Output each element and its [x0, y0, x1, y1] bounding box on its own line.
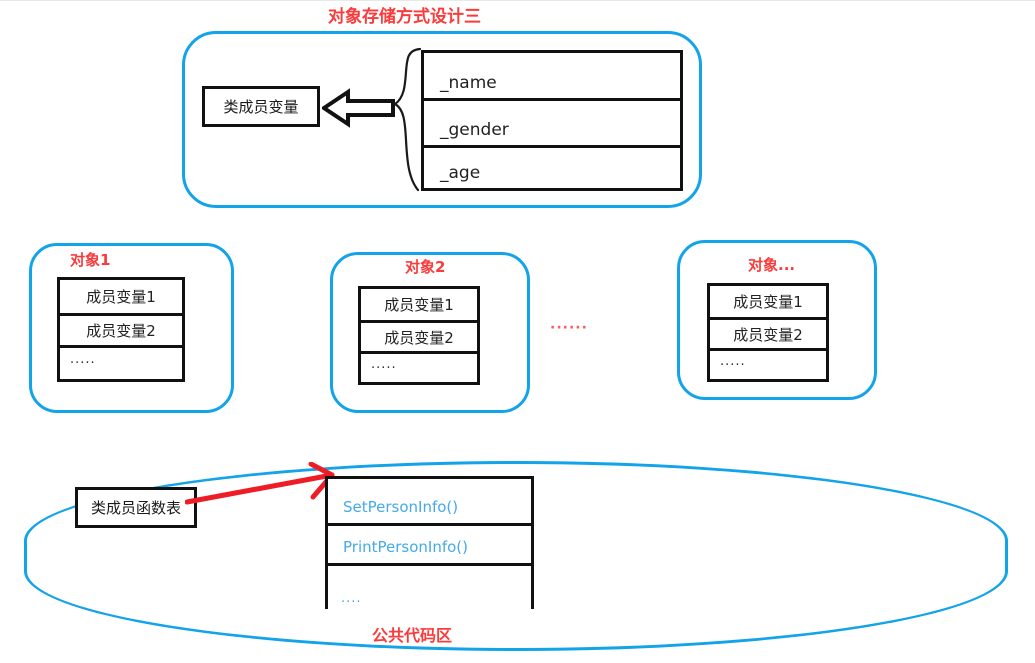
- member-row-ellipsis: ·····: [60, 348, 182, 379]
- attribute-row: _gender: [424, 98, 680, 148]
- function-name: PrintPersonInfo(): [343, 538, 469, 556]
- member-function-table: SetPersonInfo() PrintPersonInfo() ....: [325, 476, 534, 612]
- attribute-row: _name: [424, 53, 680, 98]
- object-card-1: [29, 243, 234, 413]
- member-row: 成员变量1: [361, 289, 477, 320]
- object-1-member-table: 成员变量1 成员变量2 ·····: [57, 277, 185, 382]
- member-name: 成员变量1: [733, 293, 803, 311]
- function-name: ....: [341, 591, 362, 606]
- shared-code-area-title: 公共代码区: [372, 626, 453, 645]
- object-card-3-title: 对象...: [748, 256, 796, 274]
- object-card-2-title: 对象2: [405, 258, 446, 276]
- member-row: 成员变量2: [361, 320, 477, 354]
- member-name: 成员变量2: [733, 325, 803, 344]
- object-card-3: [677, 240, 877, 400]
- function-name: SetPersonInfo(): [343, 498, 459, 516]
- member-row: 成员变量1: [710, 286, 826, 317]
- red-arrow-icon: [185, 462, 335, 505]
- member-name: ·····: [720, 357, 746, 373]
- member-name: ·····: [371, 360, 397, 376]
- curly-brace-icon: [392, 47, 422, 192]
- member-name: 成员变量1: [384, 296, 454, 314]
- class-member-variable-box: 类成员变量: [202, 86, 320, 127]
- member-name: 成员变量1: [86, 288, 156, 306]
- attribute-name: _name: [440, 73, 497, 93]
- object-2-member-table: 成员变量1 成员变量2 ·····: [358, 286, 480, 385]
- object-3-member-table: 成员变量1 成员变量2 ·····: [707, 283, 829, 382]
- class-member-function-table-box: 类成员函数表: [75, 487, 197, 528]
- left-arrow-icon: [322, 88, 395, 128]
- member-row-ellipsis: ·····: [710, 351, 826, 379]
- attribute-name: _gender: [440, 120, 509, 140]
- function-row-ellipsis: ....: [328, 566, 531, 612]
- member-name: 成员变量2: [384, 328, 454, 347]
- member-row: 成员变量2: [710, 317, 826, 351]
- class-definition-container: [182, 31, 702, 208]
- member-name: 成员变量2: [86, 322, 156, 340]
- function-row: PrintPersonInfo(): [328, 523, 531, 566]
- object-card-2: [330, 252, 530, 413]
- object-card-1-title: 对象1: [70, 251, 111, 269]
- member-name: ·····: [70, 356, 96, 371]
- objects-ellipsis: ······: [550, 320, 588, 336]
- member-row-ellipsis: ·····: [361, 354, 477, 382]
- diagram-title: 对象存储方式设计三: [328, 7, 481, 27]
- attribute-row: _age: [424, 148, 680, 188]
- member-row: 成员变量2: [60, 313, 182, 348]
- attribute-name: _age: [440, 163, 481, 183]
- member-row: 成员变量1: [60, 280, 182, 313]
- shared-code-area-container: [24, 461, 1008, 651]
- class-attribute-table: _name _gender _age: [421, 50, 683, 191]
- top-hairline: [0, 0, 1035, 1]
- function-row: SetPersonInfo(): [328, 479, 531, 523]
